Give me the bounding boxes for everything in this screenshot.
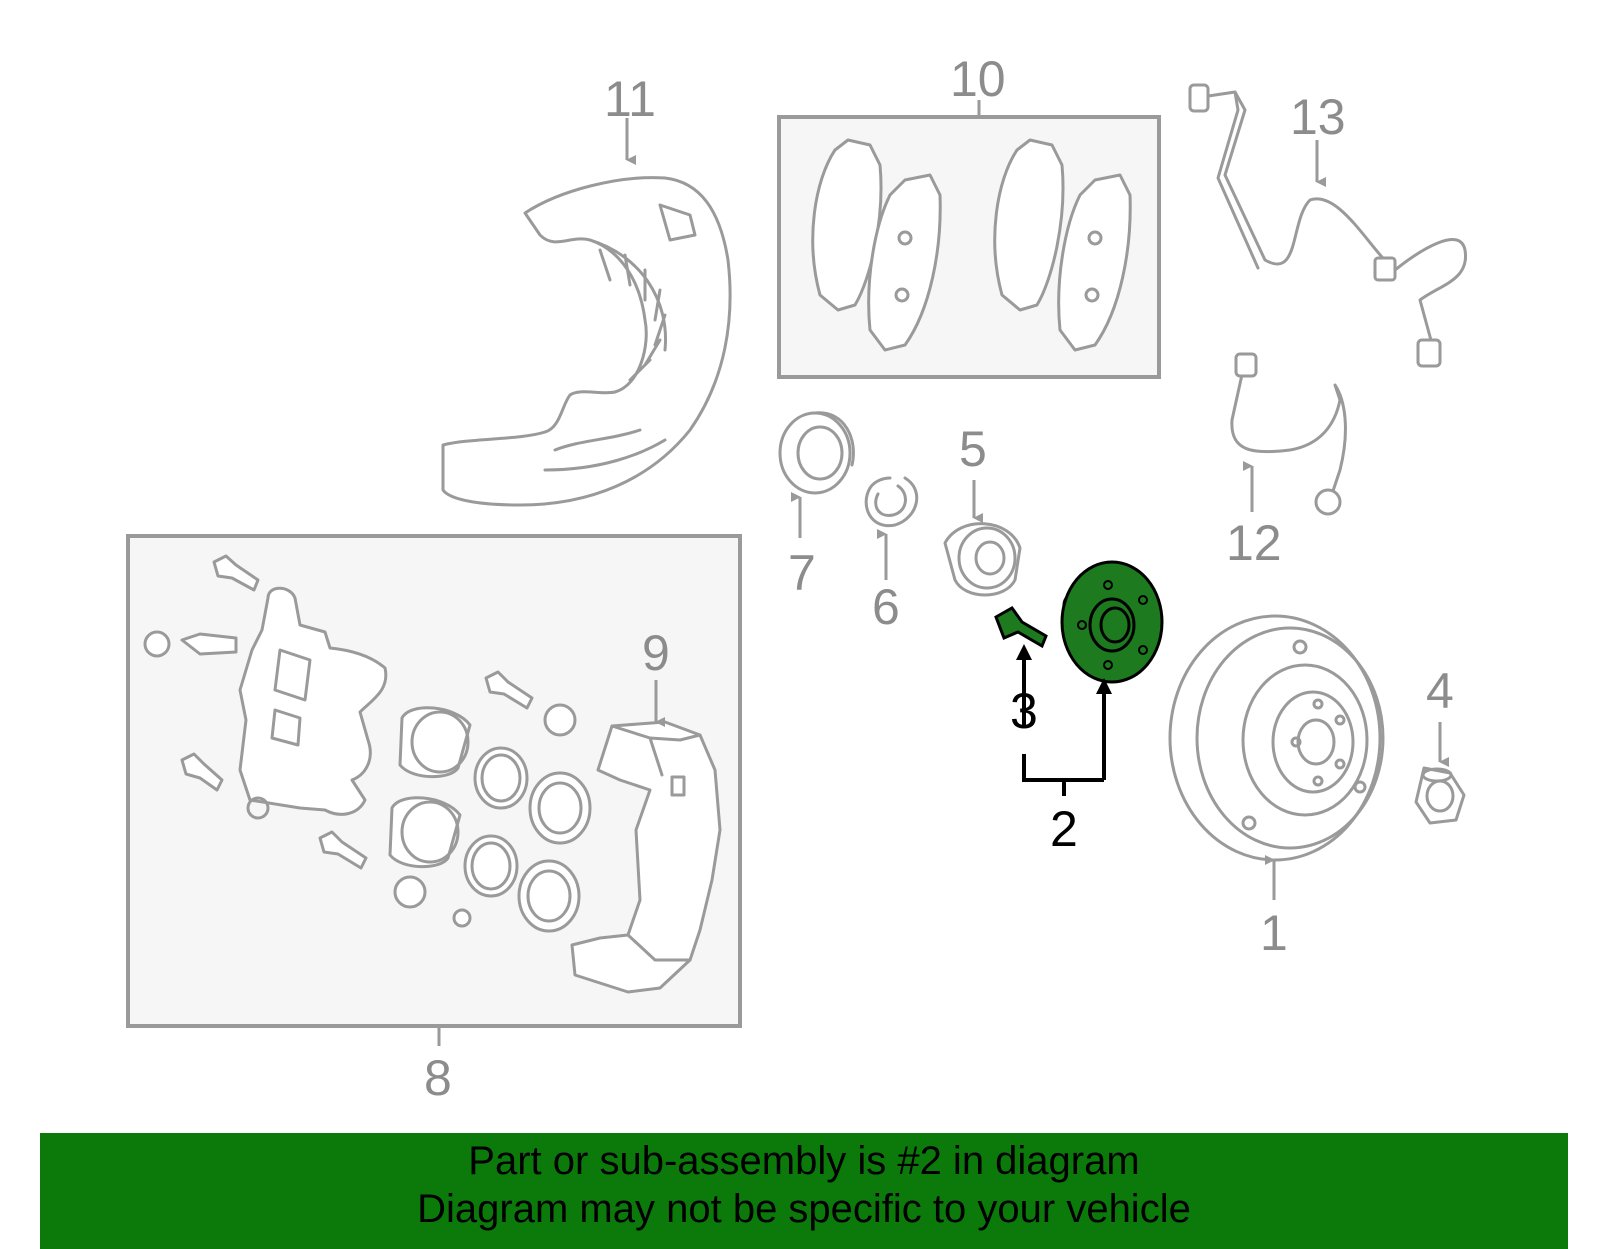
callout-13: 13 — [1290, 89, 1346, 145]
info-banner: Part or sub-assembly is #2 in diagram Di… — [40, 1133, 1568, 1249]
leader-2-arrow — [1096, 678, 1112, 694]
hub-bolt-part-3[interactable] — [994, 606, 1048, 649]
callout-12: 12 — [1226, 515, 1282, 571]
brake-rotor-part-1[interactable] — [1168, 614, 1385, 862]
brake-pads-part-10[interactable] — [811, 138, 1132, 352]
leader-3-arrow — [1016, 644, 1032, 660]
banner-line-1: Part or sub-assembly is #2 in diagram — [468, 1139, 1140, 1183]
mounting-bracket-part-9[interactable] — [570, 720, 722, 994]
callout-3: 3 — [1010, 683, 1038, 739]
abs-sensor-part-13[interactable] — [1188, 83, 1467, 368]
callout-7: 7 — [788, 545, 816, 601]
callout-8: 8 — [424, 1050, 452, 1106]
leader-2-bracket — [1022, 754, 1104, 796]
callout-10: 10 — [950, 51, 1006, 107]
caliper-bolts[interactable] — [143, 554, 534, 870]
hub-assembly-part-2[interactable] — [1060, 560, 1164, 684]
caliper-part-8[interactable] — [238, 586, 388, 820]
snap-ring-part-6[interactable] — [864, 476, 919, 528]
callout-9: 9 — [642, 625, 670, 681]
brake-hose-part-12[interactable] — [1230, 352, 1347, 516]
hub-nut-part-4[interactable] — [1414, 766, 1466, 825]
callout-6: 6 — [872, 579, 900, 635]
callout-4: 4 — [1426, 663, 1454, 719]
caliper-bushings[interactable] — [393, 703, 577, 928]
oil-seal-part-7[interactable] — [778, 411, 855, 495]
dust-shield-part-11[interactable] — [441, 176, 732, 507]
callout-1: 1 — [1260, 905, 1288, 961]
callout-5: 5 — [959, 421, 987, 477]
caliper-pistons[interactable] — [388, 706, 472, 869]
caliper-seals[interactable] — [463, 746, 592, 933]
banner-line-2: Diagram may not be specific to your vehi… — [417, 1187, 1191, 1231]
bearing-part-5[interactable] — [943, 522, 1022, 597]
callout-11: 11 — [604, 71, 656, 127]
callout-2: 2 — [1050, 801, 1078, 857]
